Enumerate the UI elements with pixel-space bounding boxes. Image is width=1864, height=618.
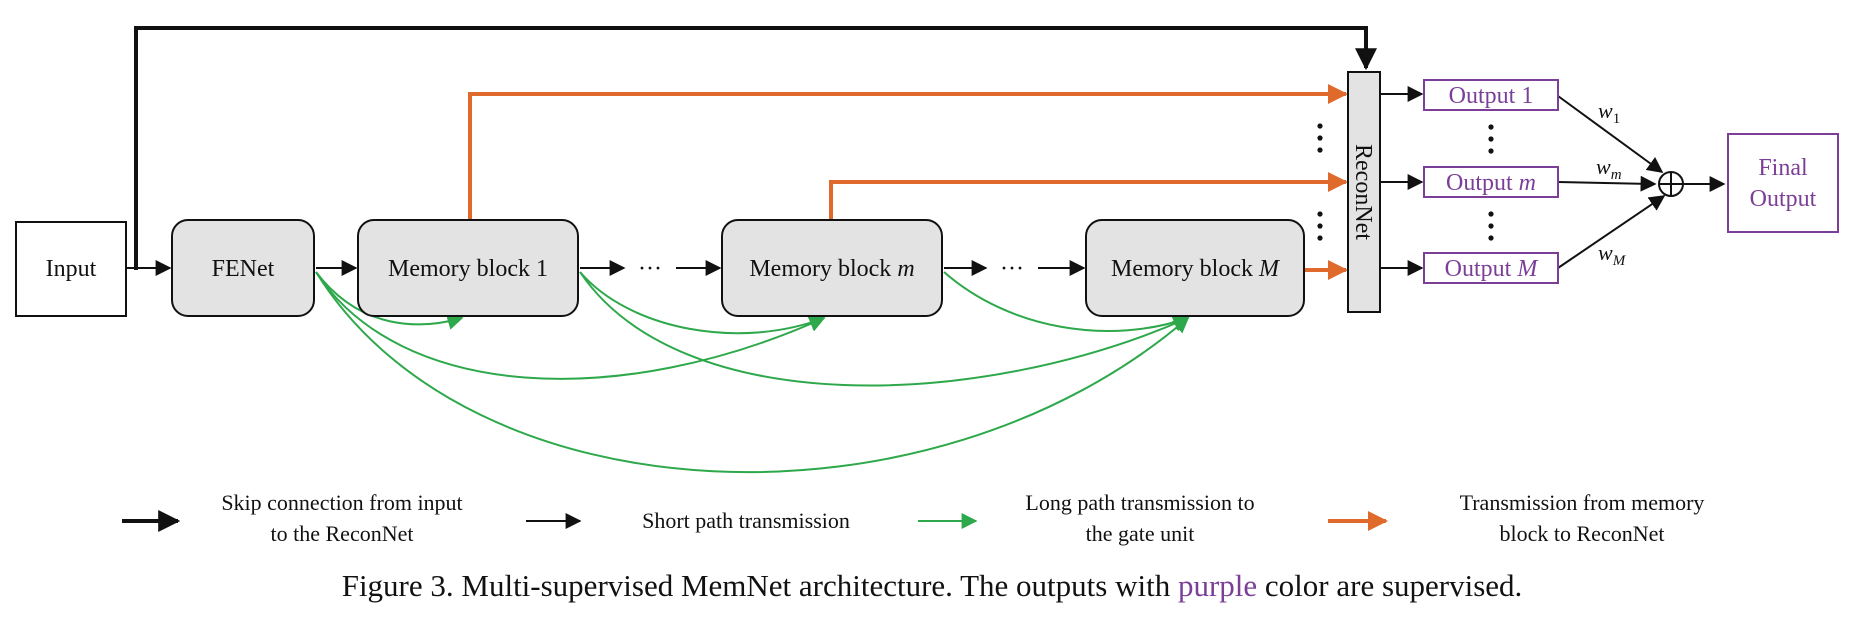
- legend-skip-line1: Skip connection from input: [221, 490, 462, 515]
- transmission-mb1: [468, 84, 1348, 220]
- long-path-mb1-to-mbM: [579, 271, 1190, 387]
- legend: Skip connection from input to the ReconN…: [122, 490, 1704, 546]
- skip-connection: [134, 26, 1377, 270]
- figure-caption: Figure 3. Multi-supervised MemNet archit…: [0, 568, 1864, 604]
- legend-transmission-line1: Transmission from memory: [1460, 490, 1705, 515]
- final-output-node: Final Output: [1727, 133, 1839, 233]
- caption-before: Figure 3. Multi-supervised MemNet archit…: [341, 568, 1178, 603]
- sum-node: [1658, 171, 1684, 197]
- plus-icon: [1660, 173, 1682, 195]
- long-path-mb1-to-mbm: [579, 271, 826, 335]
- output-M-label: Output M: [1445, 256, 1540, 282]
- final-output-line1: Final: [1758, 155, 1808, 181]
- ellipsis-2: ···: [1000, 256, 1024, 282]
- memory-block-m-node: Memory block m: [721, 219, 943, 317]
- fenet-label: FENet: [212, 256, 275, 282]
- final-output-line2: Output: [1750, 186, 1817, 212]
- caption-after: color are supervised.: [1257, 568, 1523, 603]
- outm-to-sum: [1557, 175, 1657, 192]
- legend-skip-line2: to the ReconNet: [271, 521, 414, 546]
- weight-wM: wM: [1598, 240, 1627, 269]
- vertical-dots-left: [1317, 123, 1323, 241]
- caption-highlight: purple: [1177, 568, 1258, 603]
- long-path-connections: [315, 271, 1190, 474]
- outM-to-sum: [1557, 195, 1666, 269]
- output-1-label: Output 1: [1449, 83, 1534, 109]
- reconnet-node: ReconNet: [1347, 71, 1381, 313]
- memory-block-1-label: Memory block 1: [388, 256, 548, 282]
- weight-w1: w1: [1598, 98, 1620, 127]
- long-path-fenet-to-mb1: [315, 271, 464, 330]
- short-path-connections: [126, 86, 1726, 276]
- input-node: Input: [15, 221, 127, 317]
- long-path-fenet-to-mbM: [315, 271, 1190, 474]
- vertical-dots-out-2: [1488, 211, 1494, 241]
- reconnet-label: ReconNet: [1350, 144, 1376, 240]
- memory-block-M-node: Memory block M: [1085, 219, 1305, 317]
- transmission-to-reconnet: [468, 84, 1348, 280]
- output-m-label: Output m: [1446, 170, 1536, 196]
- long-path-mbm-to-mbM: [943, 271, 1190, 332]
- vertical-dots-out-1: [1488, 124, 1494, 154]
- transmission-mbm: [829, 172, 1348, 220]
- output-M-node: Output M: [1423, 252, 1559, 284]
- legend-long-line1: Long path transmission to: [1025, 490, 1254, 515]
- memory-block-m-label: Memory block m: [749, 256, 914, 282]
- memory-block-M-label: Memory block M: [1111, 256, 1281, 282]
- legend-short-label: Short path transmission: [642, 508, 850, 533]
- out1-to-sum: [1557, 95, 1664, 173]
- ellipsis-1: ···: [638, 256, 662, 282]
- long-path-fenet-to-mbm: [315, 271, 826, 380]
- legend-transmission-line2: block to ReconNet: [1500, 521, 1665, 546]
- fenet-node: FENet: [171, 219, 315, 317]
- legend-long-line2: the gate unit: [1086, 521, 1195, 546]
- output-1-node: Output 1: [1423, 79, 1559, 111]
- weight-wm: wm: [1596, 154, 1622, 183]
- input-label: Input: [46, 256, 97, 282]
- memory-block-1-node: Memory block 1: [357, 219, 579, 317]
- output-m-node: Output m: [1423, 166, 1559, 198]
